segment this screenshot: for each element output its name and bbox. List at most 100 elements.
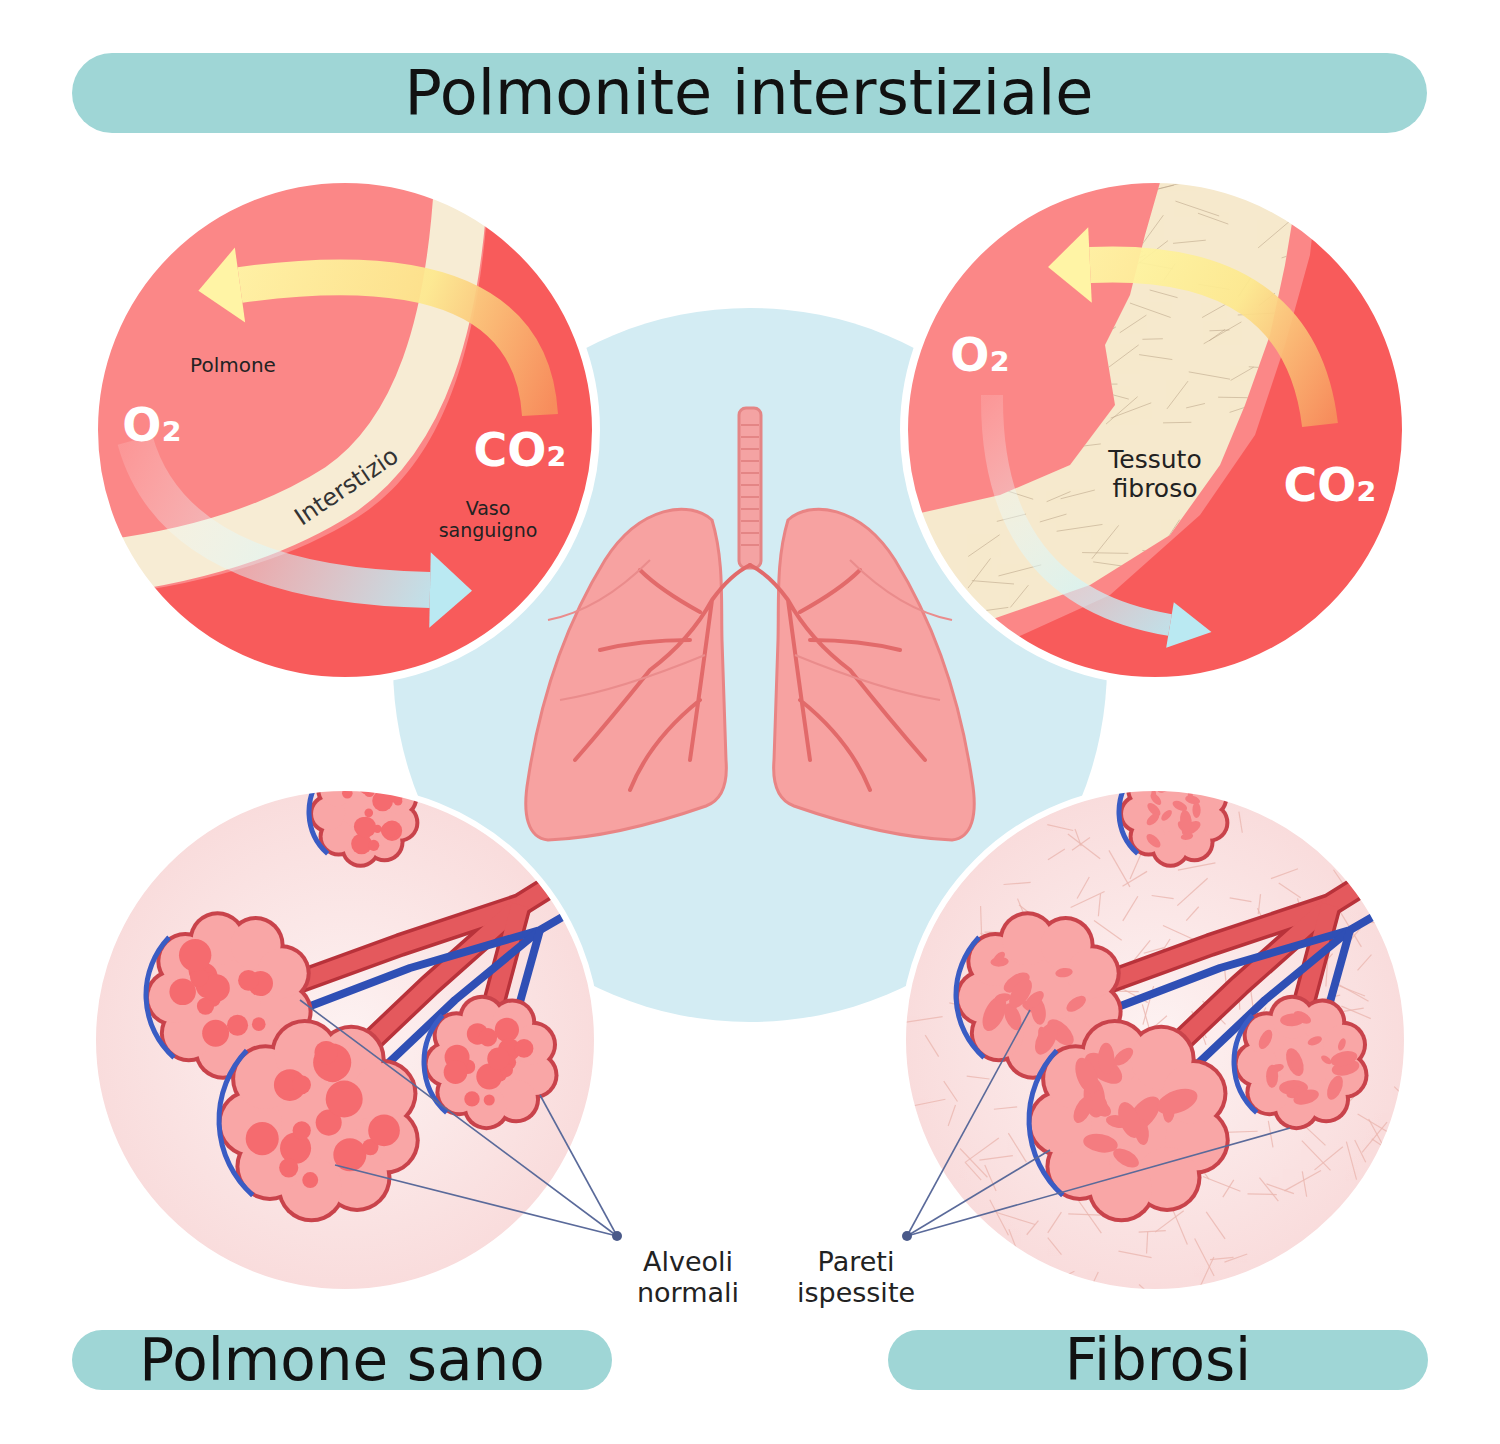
blood-vessel <box>900 175 1410 685</box>
fibre <box>1048 1212 1062 1233</box>
alveolus-thick <box>1256 1028 1275 1052</box>
fibre <box>1090 208 1127 211</box>
fibre <box>1153 577 1165 594</box>
alveolus-thick <box>1159 808 1173 822</box>
fibre <box>1259 1178 1278 1202</box>
fibre <box>1254 376 1265 390</box>
fibre <box>1218 397 1257 399</box>
fibre <box>1265 432 1287 439</box>
fibre <box>1210 1257 1234 1259</box>
leader-line <box>907 1128 1290 1236</box>
fibre <box>1183 544 1222 554</box>
fibre <box>1177 518 1215 528</box>
fibre <box>1137 548 1152 566</box>
fibre <box>1366 922 1404 924</box>
fibre <box>1094 920 1122 940</box>
fibre <box>968 558 991 588</box>
fibre <box>1155 1211 1184 1232</box>
fibre <box>1302 1141 1331 1171</box>
fibre <box>1355 1140 1366 1162</box>
fissure <box>795 560 952 700</box>
fibre <box>1048 1238 1062 1255</box>
alveolus-thick <box>1071 1055 1103 1097</box>
fibre <box>1260 423 1276 435</box>
fibre <box>1069 327 1102 329</box>
fibre <box>972 581 1014 584</box>
fibre <box>968 535 999 557</box>
fibre <box>998 247 1040 252</box>
fibre <box>1281 552 1296 568</box>
fibre <box>999 292 1028 330</box>
fibre <box>1284 1170 1321 1190</box>
alveolus <box>179 939 211 971</box>
fibre <box>1177 878 1207 905</box>
o2-arrow-head <box>1166 602 1211 648</box>
fibre <box>1147 1232 1148 1253</box>
fibre <box>1273 550 1299 561</box>
fibre <box>1152 895 1174 898</box>
fibre <box>1150 591 1168 604</box>
co2-arrow-shaft <box>1090 264 1320 425</box>
fibre <box>1013 367 1036 396</box>
fibre <box>1150 290 1178 298</box>
co2-arrow-head <box>1048 227 1092 303</box>
alveolus-thick <box>1064 993 1089 1015</box>
fibre <box>1302 1171 1306 1196</box>
fibre <box>1204 322 1242 344</box>
circle-label: Vaso sanguigno <box>423 498 553 542</box>
alveolus <box>279 1158 298 1177</box>
fibre <box>1197 552 1213 568</box>
fibre <box>984 607 1009 610</box>
fissure <box>548 560 705 700</box>
alveolus-thick <box>1144 811 1161 828</box>
band-text: Fibrosi <box>1065 1327 1251 1394</box>
fibre <box>948 1105 955 1126</box>
fibre <box>1209 329 1229 331</box>
fibre <box>1243 582 1265 613</box>
fibre <box>1068 834 1100 859</box>
fibre <box>1018 395 1062 404</box>
capillary <box>219 1051 253 1196</box>
alveolus <box>381 823 397 839</box>
title-band: Polmonite interstiziale <box>72 53 1427 133</box>
fibre <box>1048 849 1065 860</box>
fibre <box>1123 896 1138 921</box>
capillary <box>1029 1051 1063 1196</box>
circle-border <box>94 179 596 681</box>
fibre <box>1151 556 1169 558</box>
fibrosis-alveoli <box>901 757 1450 1303</box>
alveolus <box>292 1075 311 1094</box>
fibre <box>960 1149 987 1178</box>
fibre <box>1209 515 1247 524</box>
fibre <box>1231 367 1254 380</box>
alveolus-sac <box>513 1025 553 1065</box>
fibre <box>1098 894 1100 916</box>
fibre <box>1008 1133 1026 1162</box>
fibre <box>1047 376 1074 377</box>
alveolus-thick <box>1005 975 1037 1012</box>
fibre <box>1163 422 1191 424</box>
fibre <box>925 1035 938 1056</box>
interstitium-band <box>90 175 462 570</box>
fibre <box>901 1017 942 1023</box>
fibre <box>1263 537 1292 567</box>
fibre <box>1178 863 1215 870</box>
fibre <box>1357 955 1371 971</box>
fibre <box>1250 554 1294 561</box>
fibre <box>1037 225 1056 227</box>
trachea <box>739 408 761 568</box>
fibre <box>1082 319 1116 345</box>
zoom-circle-healthy: PolmoneInterstizioVaso sanguignoO₂CO₂ <box>90 175 600 685</box>
fibre <box>1075 367 1093 388</box>
fibre <box>1139 355 1172 360</box>
fibre <box>1258 221 1289 247</box>
fibre <box>1123 871 1148 886</box>
fibre <box>1173 240 1206 243</box>
alveolus-thick <box>1153 1084 1201 1119</box>
fibre <box>965 1163 981 1181</box>
fibre <box>1004 882 1031 884</box>
fibre <box>1061 490 1095 499</box>
fibre <box>1004 312 1026 320</box>
fibre <box>1230 898 1252 902</box>
